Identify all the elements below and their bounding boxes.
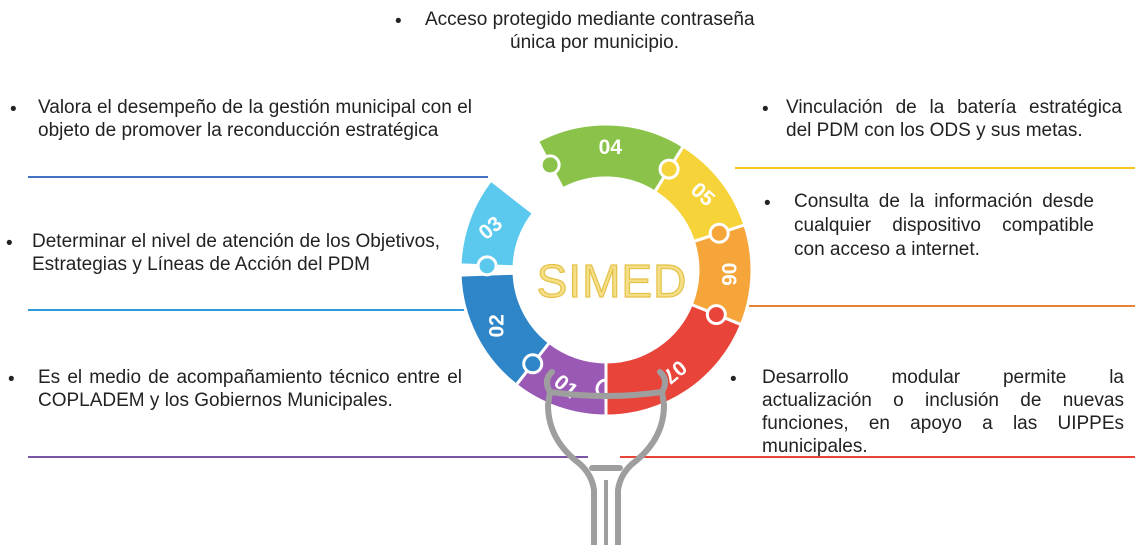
brand-text: SIMED [537,255,688,307]
left-bullet-3: • [8,369,15,390]
right-bullet-3: • [730,369,737,390]
top-bullet: • [395,11,402,32]
left-divider-1 [28,176,488,178]
bulb-stem [544,369,668,545]
top-note: Acceso protegido mediante contraseña úni… [425,8,845,54]
right-item-1: Vinculación de la batería estratégica de… [786,97,1122,141]
left-item-3: Es el medio de acompañamiento técnico en… [38,367,462,411]
puzzle-knob-07 [705,304,727,326]
top-note-line1: Acceso protegido mediante contraseña [425,9,755,30]
right-divider-3 [620,456,1135,458]
left-bullet-1: • [10,99,17,120]
left-item-2: Determinar el nivel de atención de los O… [32,231,440,275]
puzzle-number-04: 04 [599,136,623,159]
puzzle-piece-03 [458,178,536,269]
puzzle-knob-03 [476,255,498,277]
puzzle-piece-06 [689,223,754,327]
right-item-2: Consulta de la información desde cualqui… [794,191,1094,260]
left-divider-3 [28,456,588,458]
right-bullet-2: • [764,193,771,214]
puzzle-knob-04 [539,154,561,176]
right-divider-2 [735,305,1135,307]
top-note-line2: única por municipio. [510,32,679,53]
puzzle-knob-05 [658,158,680,180]
right-bullet-1: • [762,99,769,120]
puzzle-number-02: 02 [485,314,508,337]
right-divider-1 [735,167,1135,169]
left-divider-2 [28,309,488,311]
left-item-1: Valora el desempeño de la gestión munici… [38,97,472,141]
puzzle-piece-04 [535,122,685,194]
puzzle-knob-02 [522,353,544,375]
left-bullet-2: • [6,233,13,254]
right-item-3: Desarrollo modular permite la actualizac… [762,367,1124,457]
puzzle-piece-07 [604,302,743,418]
puzzle-knob-06 [708,222,730,244]
puzzle-number-06: 06 [717,263,740,286]
